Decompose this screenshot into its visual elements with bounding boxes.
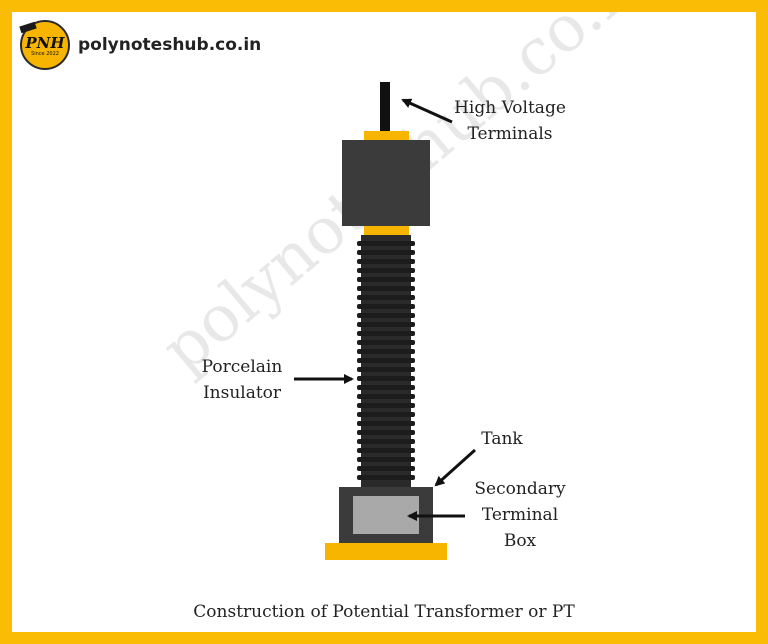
brand-header: PNH Since 2022 polynoteshub.co.in	[19, 20, 262, 70]
label-hv-line1: High Voltage	[454, 98, 566, 118]
label-tank: Tank	[470, 426, 534, 452]
label-secondary-terminal-box: Secondary Terminal Box	[464, 476, 576, 554]
logo-since: Since 2022	[31, 51, 59, 57]
insulator-shed	[357, 412, 415, 417]
insulator-shed	[357, 304, 415, 309]
site-name: polynoteshub.co.in	[78, 35, 262, 55]
hv-arrow	[401, 98, 453, 124]
insulator-shed	[357, 394, 415, 399]
insulator-shed	[357, 466, 415, 471]
insulator-shed	[357, 268, 415, 273]
insulator-shed	[357, 259, 415, 264]
insulator-shed	[357, 349, 415, 354]
insulator-shed	[357, 340, 415, 345]
logo-monogram: PNH	[25, 34, 65, 52]
insulator-shed	[357, 241, 415, 246]
tank-arrow	[434, 448, 477, 487]
insulator-shed	[357, 322, 415, 327]
porcelain-insulator	[357, 235, 415, 487]
insulator-shed	[357, 457, 415, 462]
diagram-caption: Construction of Potential Transformer or…	[193, 602, 575, 622]
insulator-shed	[357, 448, 415, 453]
insulator-shed	[357, 358, 415, 363]
label-ins-line1: Porcelain	[201, 357, 283, 377]
insulator-shed	[357, 313, 415, 318]
insulator-shed	[357, 286, 415, 291]
label-high-voltage-terminals: High Voltage Terminals	[450, 95, 570, 147]
insulator-shed	[357, 250, 415, 255]
label-hv-line2: Terminals	[467, 124, 553, 144]
insulator-shed	[357, 367, 415, 372]
insulator-shed	[357, 430, 415, 435]
label-stb-line2: Terminal	[481, 505, 559, 525]
pt-diagram	[294, 82, 477, 560]
top-head-box	[342, 140, 430, 226]
hv-terminal-cap	[364, 131, 409, 140]
insulator-shed	[357, 277, 415, 282]
insulator-shed	[357, 295, 415, 300]
hv-terminal-rod	[380, 82, 390, 134]
base-plate	[325, 543, 447, 560]
insulator-shed	[357, 385, 415, 390]
label-stb-line3: Box	[503, 531, 537, 551]
insulator-shed	[357, 439, 415, 444]
insulator-shed	[357, 475, 415, 480]
label-tank-text: Tank	[481, 429, 523, 449]
pnh-logo: PNH Since 2022	[19, 20, 70, 70]
insulator-shed	[357, 403, 415, 408]
insulator-shed	[357, 421, 415, 426]
label-stb-line1: Secondary	[474, 479, 566, 499]
insulator-shed	[357, 376, 415, 381]
label-ins-line2: Insulator	[202, 383, 282, 403]
label-porcelain-insulator: Porcelain Insulator	[190, 354, 294, 406]
top-flange	[364, 226, 409, 235]
insulator-shed	[357, 331, 415, 336]
